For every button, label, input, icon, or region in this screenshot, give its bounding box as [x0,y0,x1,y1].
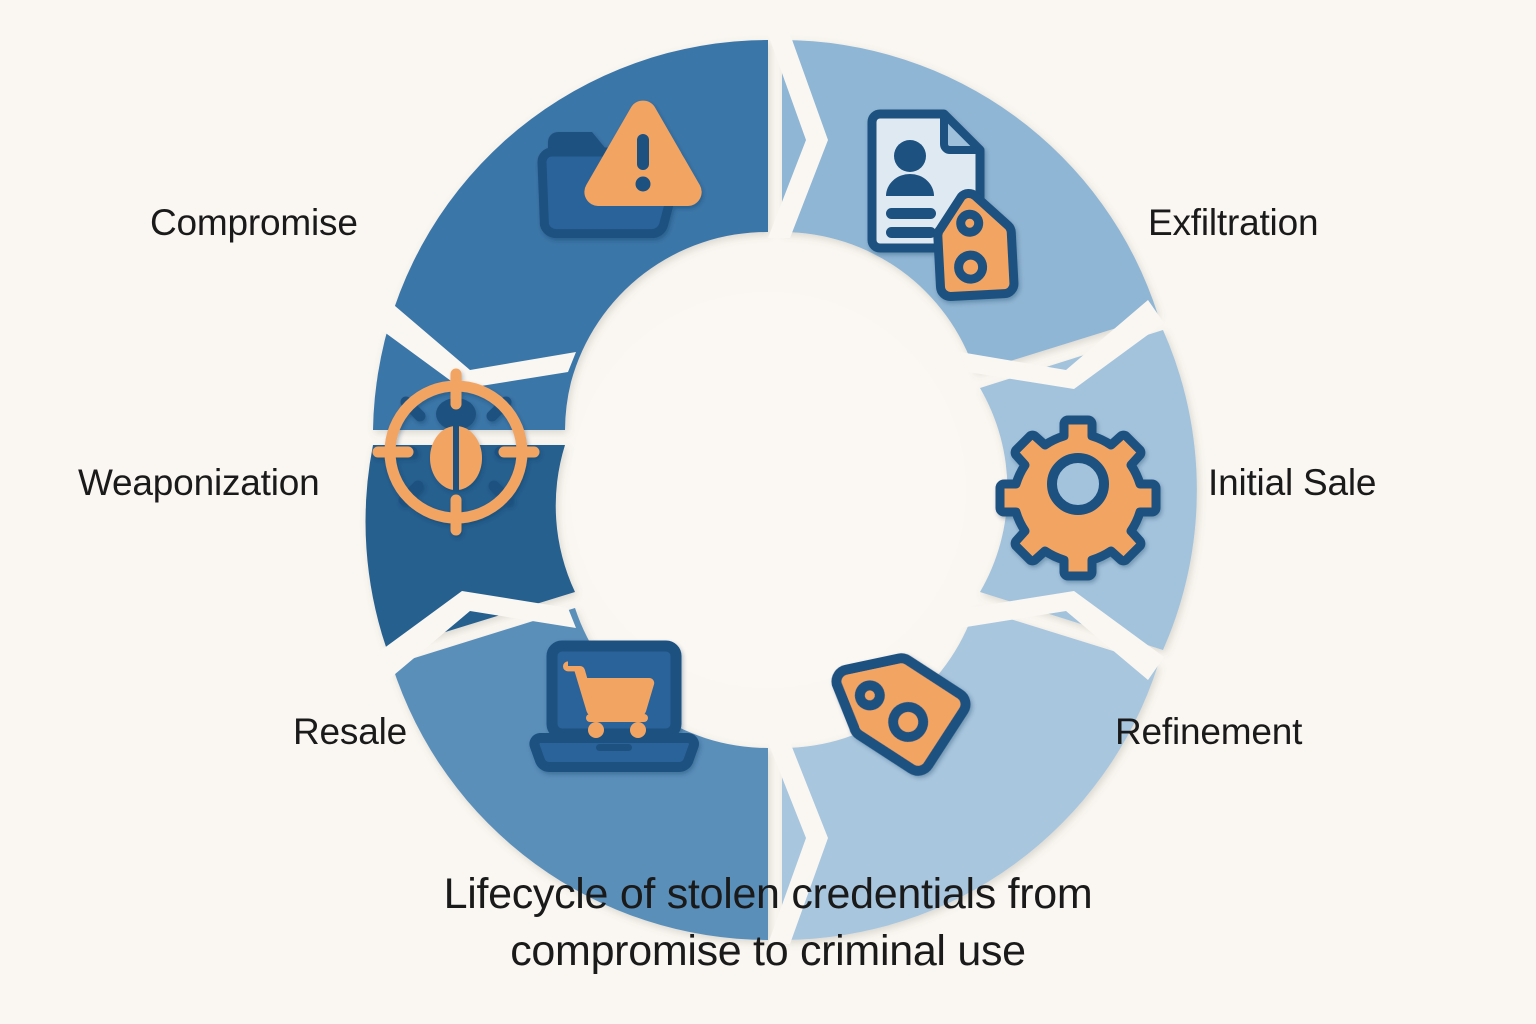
diagram-caption: Lifecycle of stolen credentials from com… [0,866,1536,980]
gear-icon [995,415,1161,581]
separator-exf-sale [960,300,1164,389]
price-tag-icon [831,653,971,776]
segment-weaponization-arc[interactable] [365,445,575,650]
label-exfiltration: Exfiltration [1148,202,1319,243]
separator-sale-refine [960,591,1164,680]
label-refinement: Refinement [1115,711,1303,752]
bug-crosshair-icon [372,368,540,536]
caption-line-1: Lifecycle of stolen credentials from [443,870,1093,918]
segment-refinement-arc[interactable] [782,608,1158,940]
label-resale: Resale [293,711,407,752]
document-person-tag-icon [867,109,1019,301]
segment-resale-arc[interactable] [392,608,768,940]
caption-line-2: compromise to criminal use [510,926,1026,975]
separator-resale-weapon [372,591,576,680]
segment-separators [372,34,1164,944]
folder-warning-icon [537,100,702,239]
donut-center [570,292,966,688]
label-initial-sale: Initial Sale [1208,462,1377,503]
label-weaponization: Weaponization [78,462,320,503]
laptop-cart-icon [529,640,699,772]
separator-weapon-compromise [372,300,576,389]
label-compromise: Compromise [150,202,358,243]
separator-top [768,34,828,238]
separator-bottom [768,742,828,944]
